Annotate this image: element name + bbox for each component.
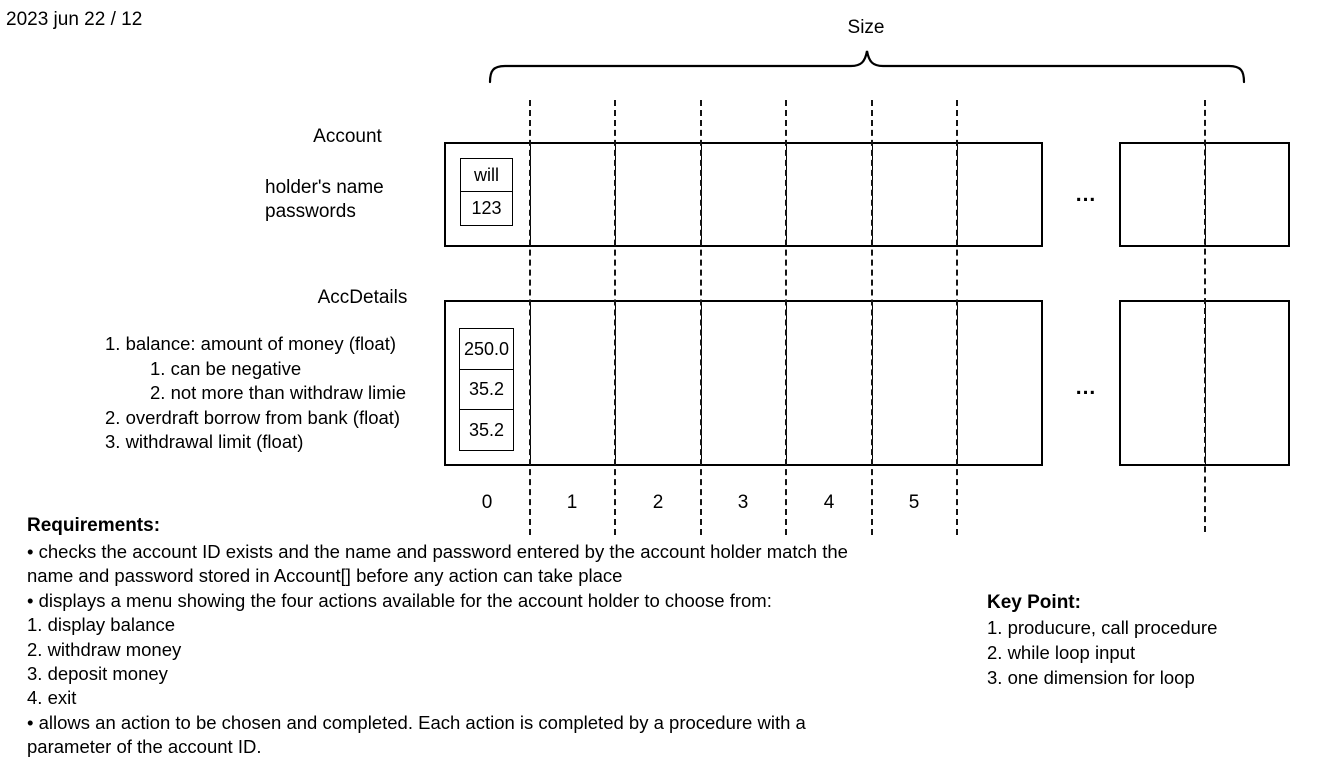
account-array-box [444, 142, 1043, 247]
accdetails-array-box [444, 300, 1043, 466]
key-point-list: 1. producure, call procedure 2. while lo… [987, 616, 1217, 690]
account-row-label-holders-name: holder's name [265, 177, 384, 198]
account-holder-name-value-box: will [460, 158, 513, 192]
accdetails-limit-value-box: 35.2 [459, 409, 514, 451]
column-dashed-line [699, 100, 702, 535]
index-label-0: 0 [481, 492, 493, 513]
requirements-line: 1. display balance [27, 614, 176, 636]
accdetails-array-title: AccDetails [317, 287, 408, 308]
accdetails-note-line: 3. withdrawal limit (float) [105, 431, 304, 453]
accdetails-balance-value-box: 250.0 [459, 328, 514, 370]
column-dashed-line [870, 100, 873, 535]
accdetails-array-ellipsis: ... [1075, 376, 1097, 399]
key-point-heading: Key Point: [987, 592, 1081, 613]
column-dashed-line [1203, 100, 1206, 532]
account-array-ellipsis: ... [1075, 183, 1097, 206]
account-password-value-box: 123 [460, 190, 513, 226]
requirements-line: name and password stored in Account[] be… [27, 565, 623, 587]
accdetails-overdraft-value-box: 35.2 [459, 368, 514, 411]
requirements-line: parameter of the account ID. [27, 736, 262, 758]
requirements-line: 2. withdraw money [27, 638, 182, 660]
accdetails-note-line: 2. not more than withdraw limie [150, 382, 407, 404]
accdetails-note-line: 1. can be negative [150, 357, 302, 379]
index-label-5: 5 [908, 492, 920, 513]
size-brace-icon [488, 50, 1246, 84]
size-label: Size [847, 17, 885, 38]
requirements-line: • checks the account ID exists and the n… [27, 541, 848, 562]
date-label: 2023 jun 22 / 12 [6, 9, 143, 30]
requirements-line: • allows an action to be chosen and comp… [27, 711, 806, 733]
column-dashed-line [785, 100, 787, 535]
column-dashed-line [528, 100, 531, 535]
accdetails-note-line: 1. balance: amount of money (float) [105, 333, 397, 354]
requirements-heading: Requirements: [27, 515, 161, 536]
key-point-item: 2. while loop input [987, 641, 1136, 663]
account-array-title: Account [313, 126, 382, 147]
requirements-line: 4. exit [27, 687, 77, 709]
requirements-line: • displays a menu showing the four actio… [27, 589, 772, 611]
requirements-line: 3. deposit money [27, 663, 168, 685]
accdetails-notes: 1. balance: amount of money (float) 1. c… [105, 332, 406, 455]
column-dashed-line [614, 100, 616, 535]
index-label-1: 1 [566, 492, 578, 513]
index-label-4: 4 [823, 492, 835, 513]
key-point-item: 1. producure, call procedure [987, 617, 1218, 638]
index-label-2: 2 [652, 492, 664, 513]
accdetails-note-line: 2. overdraft borrow from bank (float) [105, 406, 401, 428]
column-dashed-line [956, 100, 958, 535]
key-point-item: 3. one dimension for loop [987, 666, 1195, 688]
requirements-text: • checks the account ID exists and the n… [27, 540, 848, 760]
account-row-label-passwords: passwords [265, 201, 356, 222]
index-label-3: 3 [737, 492, 749, 513]
